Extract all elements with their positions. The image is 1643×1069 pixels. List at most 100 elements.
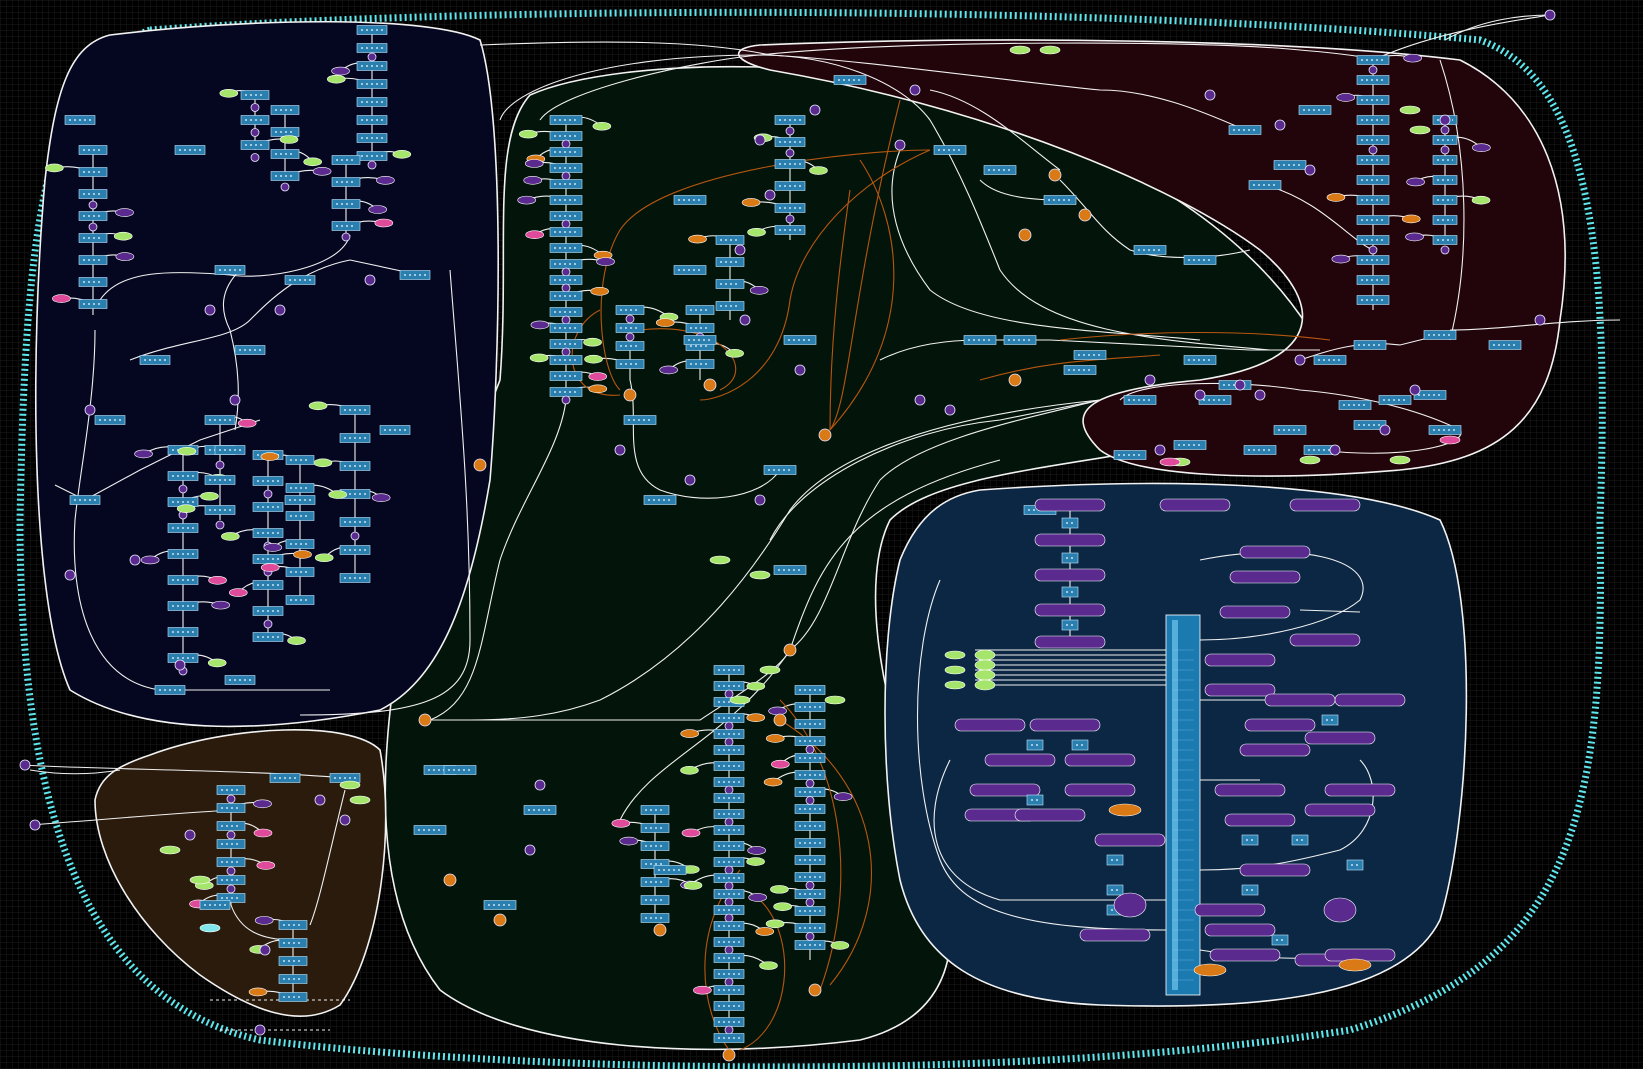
metabolite-oval xyxy=(523,176,543,185)
junction-node xyxy=(1204,89,1216,101)
junction-node xyxy=(1294,354,1306,366)
junction-node xyxy=(1154,444,1166,456)
junction-node xyxy=(805,745,815,754)
reaction-box xyxy=(549,259,583,269)
metabolite-oval xyxy=(303,157,322,167)
reaction-box xyxy=(1356,255,1390,265)
enzyme-complex-pill xyxy=(1239,743,1311,757)
metabolite-oval xyxy=(773,902,792,911)
reaction-box xyxy=(794,906,826,916)
reaction-box xyxy=(331,199,361,209)
junction-node xyxy=(263,489,273,499)
reaction-box xyxy=(216,893,246,903)
junction-node xyxy=(1144,374,1156,386)
reaction-box xyxy=(339,405,371,415)
metabolite-oval xyxy=(1009,45,1031,55)
reaction-box xyxy=(1356,155,1390,165)
metabolite-oval xyxy=(52,294,71,303)
reaction-box xyxy=(713,905,745,915)
metabolite-oval xyxy=(339,780,361,790)
reaction-box xyxy=(483,900,517,910)
reaction-edge xyxy=(19,764,346,779)
reaction-edge xyxy=(73,329,330,691)
reaction-box xyxy=(356,61,388,71)
reaction-edge xyxy=(469,399,1101,721)
metabolite-oval xyxy=(759,961,778,970)
reaction-box xyxy=(1241,834,1259,846)
regulatory-edge xyxy=(1059,331,1331,341)
metabolite-oval xyxy=(221,532,240,541)
reaction-box xyxy=(167,601,199,611)
junction-node xyxy=(809,104,821,116)
metabolite-oval xyxy=(588,384,608,394)
reaction-edge xyxy=(29,809,232,826)
reaction-box xyxy=(1106,884,1124,896)
reaction-box xyxy=(643,495,677,505)
junction-node xyxy=(808,983,822,997)
metabolite-oval xyxy=(944,650,966,660)
enzyme-complex-pill xyxy=(1334,693,1406,707)
reaction-box xyxy=(1241,884,1259,896)
junction-node xyxy=(724,913,734,923)
junction-node xyxy=(818,428,832,442)
reaction-box xyxy=(78,255,108,265)
reaction-box xyxy=(713,825,745,835)
reaction-box xyxy=(685,305,715,315)
metabolite-oval xyxy=(1406,177,1425,187)
reaction-edge xyxy=(99,234,351,301)
junction-node xyxy=(724,977,734,987)
reaction-box xyxy=(78,277,108,287)
metabolite-oval xyxy=(592,121,612,131)
reaction-box xyxy=(713,873,745,883)
reaction-edge xyxy=(1299,609,1361,613)
reaction-box xyxy=(794,821,826,831)
enzyme-complex-pill xyxy=(1094,833,1166,847)
reaction-box xyxy=(549,227,583,237)
junction-node xyxy=(805,881,815,890)
reaction-box xyxy=(216,839,246,849)
reaction-box xyxy=(1113,450,1147,460)
enzyme-complex-pill xyxy=(1264,693,1336,707)
reaction-box xyxy=(270,105,300,115)
reaction-box xyxy=(713,985,745,995)
junction-node xyxy=(1440,245,1450,255)
reaction-edge xyxy=(539,54,1271,351)
junction-node xyxy=(1274,119,1286,131)
metabolite-oval xyxy=(1108,803,1142,817)
enzyme-complex-pill xyxy=(1304,731,1376,745)
reaction-box xyxy=(713,937,745,947)
reaction-edge xyxy=(1439,59,1465,341)
junction-node xyxy=(1439,114,1451,126)
regulatory-edge xyxy=(639,328,737,391)
reaction-box xyxy=(713,1017,745,1027)
reaction-box xyxy=(1073,350,1107,360)
junction-node xyxy=(805,898,815,907)
reaction-box xyxy=(1313,355,1347,365)
junction-node xyxy=(1008,373,1022,387)
junction-node xyxy=(561,283,571,293)
reaction-box xyxy=(278,938,308,948)
reaction-box xyxy=(1061,552,1079,564)
reaction-box xyxy=(379,425,411,435)
reaction-box xyxy=(685,323,715,333)
reaction-box xyxy=(1298,105,1332,115)
metabolite-oval xyxy=(392,150,412,159)
junction-node xyxy=(1078,208,1092,222)
metabolite-oval xyxy=(741,198,761,207)
junction-node xyxy=(226,830,236,840)
reaction-box xyxy=(278,974,308,984)
metabolite-oval xyxy=(809,166,828,175)
junction-node xyxy=(204,304,216,316)
reaction-box xyxy=(774,159,806,169)
enzyme-complex-pill xyxy=(1029,718,1101,732)
reaction-box-rect xyxy=(1291,834,1309,846)
metabolite-oval xyxy=(584,354,603,364)
reaction-box xyxy=(549,147,583,157)
metabolite-oval xyxy=(590,287,609,296)
metabolite-oval xyxy=(312,167,332,176)
junction-node xyxy=(250,153,260,162)
reaction-box-rect xyxy=(1432,195,1458,205)
junction-node xyxy=(561,171,571,181)
reaction-box xyxy=(983,165,1017,175)
reaction-box-rect xyxy=(1026,794,1044,806)
